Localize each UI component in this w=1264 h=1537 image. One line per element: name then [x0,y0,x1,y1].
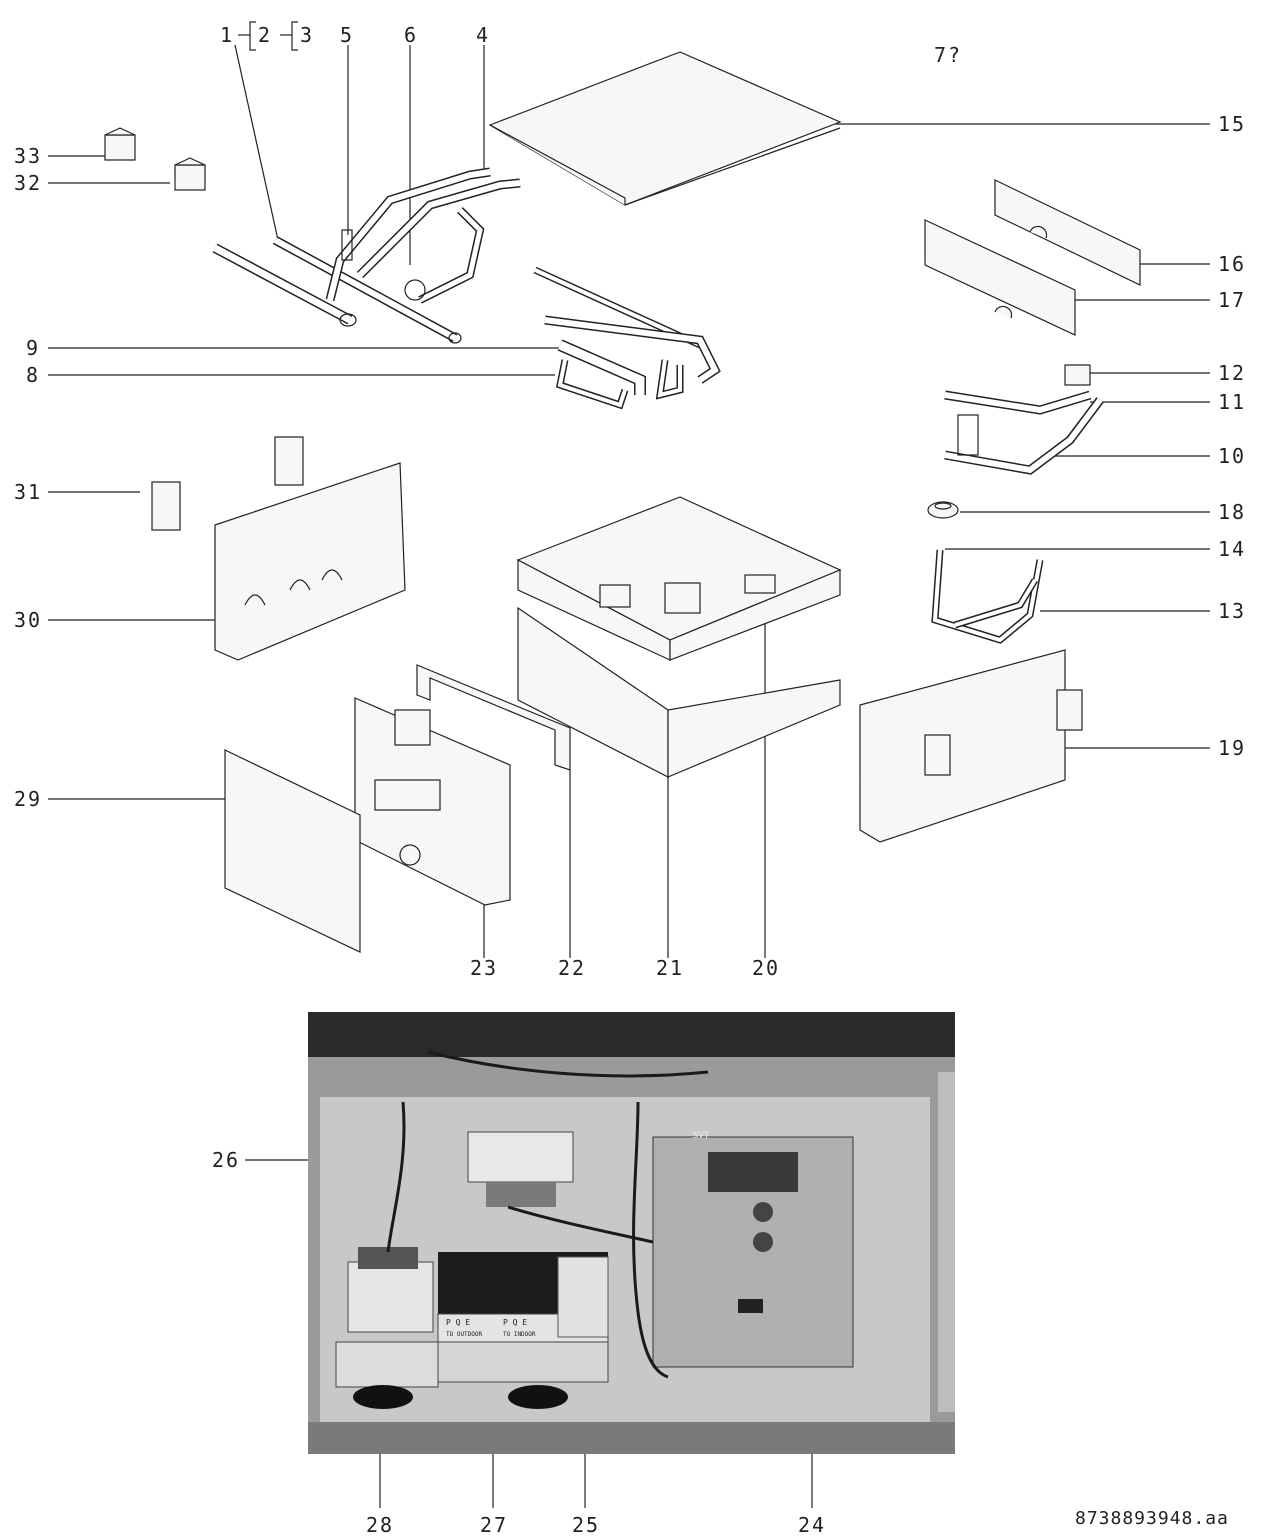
label-22: 22 [558,956,587,980]
label-7-unknown: 7? [934,43,963,67]
leader-lines [48,44,1210,1508]
label-2: 2 [258,23,273,47]
label-10: 10 [1218,444,1247,468]
label-5: 5 [340,23,355,47]
label-12: 12 [1218,361,1247,385]
label-16: 16 [1218,252,1247,276]
electrical-box [354,697,511,906]
wiring [386,1050,709,1379]
pcb-mark: SVT [693,1131,710,1141]
label-29: 29 [14,787,43,811]
left-side-panel [151,436,406,661]
terminal-indoor-label: TO INDOOR [503,1331,536,1338]
label-15: 15 [1218,112,1247,136]
terminal-outdoor-pins: P Q E [446,1318,470,1327]
rubber-grommet [927,501,959,519]
label-30: 30 [14,608,43,632]
top-cover-panel [488,51,842,206]
pipe-assembly-right [944,364,1104,475]
label-33: 33 [14,144,43,168]
pipe-assembly-lower-right [931,549,1044,644]
label-14: 14 [1218,537,1247,561]
label-3: 3 [300,23,315,47]
document-id: 8738893948.aa [1075,1508,1229,1529]
mounting-rail [416,664,571,771]
label-11: 11 [1218,390,1247,414]
label-20: 20 [752,956,781,980]
side-plates [924,179,1141,336]
control-box-photo: P Q E TO OUTDOOR P Q E TO INDOOR SVT [308,1012,955,1454]
pipe-assembly-middle [533,266,721,410]
label-19: 19 [1218,736,1247,760]
label-23: 23 [470,956,499,980]
pipe-assembly-upper [212,167,521,344]
label-28: 28 [366,1513,395,1537]
cover-plate [557,1256,609,1338]
solenoid-coils [104,127,206,191]
label-31: 31 [14,480,43,504]
terminal-outdoor-label: TO OUTDOOR [446,1331,483,1338]
label-24: 24 [798,1513,827,1537]
terminal-indoor-pins: P Q E [503,1318,527,1327]
label-17: 17 [1218,288,1247,312]
main-pcb: SVT [652,1131,854,1368]
label-27: 27 [480,1513,509,1537]
relay-block [335,1247,439,1388]
label-9: 9 [26,336,41,360]
label-8: 8 [26,363,41,387]
label-1: 1 [220,23,235,47]
front-cover [224,749,361,953]
group-bracket [238,21,298,51]
grommet-left [353,1385,413,1409]
label-26: 26 [212,1148,241,1172]
label-13: 13 [1218,599,1247,623]
label-21: 21 [656,956,685,980]
label-25: 25 [572,1513,601,1537]
base-tray [516,496,842,661]
transformer [467,1131,574,1207]
right-side-panel [859,649,1083,843]
label-4: 4 [476,23,491,47]
label-18: 18 [1218,500,1247,524]
label-6: 6 [404,23,419,47]
grommet-right [508,1385,568,1409]
label-32: 32 [14,171,43,195]
lower-housing [517,606,841,778]
